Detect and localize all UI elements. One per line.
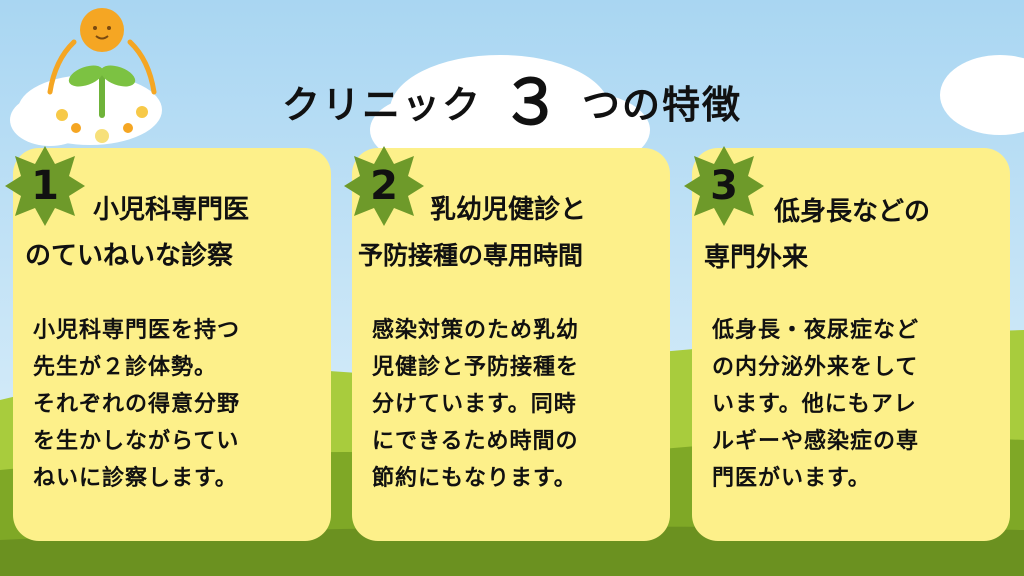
card-body: 感染対策のため乳幼 児健診と予防接種を 分けています。同時 にできるため時間の … (372, 312, 656, 497)
card-body-line: 低身長・夜尿症など (712, 318, 920, 343)
badge-number: 1 (31, 163, 59, 209)
card-body-line: にできるため時間の (372, 429, 579, 454)
title-suffix: つの特徴 (582, 83, 743, 127)
star-badge-icon (344, 146, 424, 226)
card-body-line: 門医がいます。 (712, 466, 871, 491)
star-badge-icon (5, 146, 85, 226)
number-badge: 2 (342, 144, 426, 228)
title-prefix: クリニック (281, 83, 482, 127)
card-body-line: 節約にもなります。 (372, 466, 577, 491)
badge-number: 3 (710, 163, 738, 209)
card-body-line: それぞれの得意分野 (33, 392, 241, 417)
card-heading-line: 予防接種の専用時間 (358, 241, 584, 270)
card-body-line: を生かしながらてい (33, 429, 240, 454)
feature-card-2: 2 乳幼児健診と 予防接種の専用時間 感染対策のため乳幼 児健診と予防接種を 分… (344, 146, 670, 541)
cloud (940, 55, 1024, 135)
card-body: 低身長・夜尿症など の内分泌外来をして います。他にもアレ ルギーや感染症の専 … (712, 312, 996, 497)
cloud (370, 55, 650, 168)
card-body-line: ねいに診察します。 (33, 466, 238, 491)
card-body-line: 感染対策のため乳幼 (372, 318, 580, 343)
card-heading-line: 小児科専門医 (93, 195, 250, 225)
feature-card-1: 1 小児科専門医 のていねいな診察 小児科専門医を持つ 先生が２診体勢。 それぞ… (5, 146, 331, 541)
card-body-line: 分けています。同時 (372, 392, 577, 417)
title-number: ３ (499, 66, 564, 139)
star-badge-icon (684, 146, 764, 226)
card-heading-line: 専門外来 (704, 243, 809, 273)
card-heading-line: 乳幼児健診と (430, 195, 587, 225)
card-body-line: の内分泌外来をして (712, 355, 919, 380)
number-badge: 3 (682, 144, 766, 228)
number-badge: 1 (3, 144, 87, 228)
card-body-line: 先生が２診体勢。 (33, 355, 218, 380)
card-heading-line: 低身長などの (774, 197, 931, 227)
card-body-line: います。他にもアレ (712, 392, 917, 417)
clinic-logo (47, 8, 157, 143)
card-body-line: ルギーや感染症の専 (712, 429, 920, 454)
card-heading-line: のていねいな診察 (25, 241, 234, 271)
feature-card-3: 3 低身長などの 専門外来 低身長・夜尿症など の内分泌外来をして います。他に… (684, 146, 1010, 541)
card-body: 小児科専門医を持つ 先生が２診体勢。 それぞれの得意分野 を生かしながらてい ね… (33, 312, 317, 497)
card-body-line: 児健診と予防接種を (372, 355, 580, 380)
page-title: クリニック ３ つの特徴 (0, 52, 1024, 142)
card-body-line: 小児科専門医を持つ (33, 318, 241, 343)
badge-number: 2 (370, 163, 398, 209)
